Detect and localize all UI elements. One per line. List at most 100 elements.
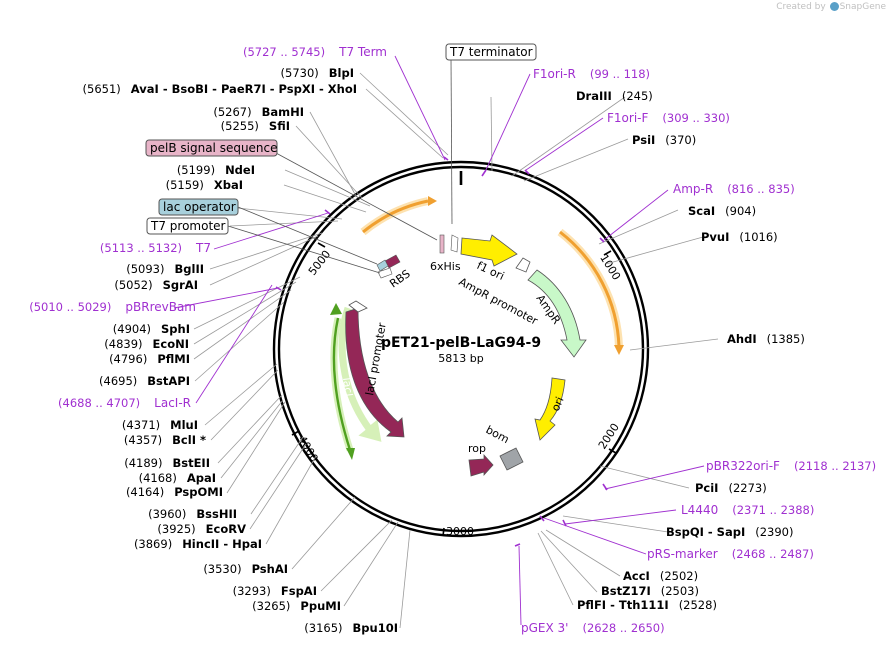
- lac-operator-feature: [376, 259, 389, 272]
- his-tag-feature: [450, 234, 459, 253]
- enzyme-econi: (4839)EcoNI: [104, 337, 189, 351]
- t7-promoter-feature: [377, 267, 393, 279]
- tick-label-5000: 5000: [306, 248, 333, 278]
- orange-arc-top: [362, 199, 429, 234]
- primer-f1ori-r: F1ori-R(99 .. 118): [533, 67, 650, 81]
- primer-prs-marker: pRS-marker(2468 .. 2487): [647, 547, 814, 561]
- enzyme-xbai: (5159)XbaI: [166, 178, 243, 192]
- label-laci-promoter: lacI promoter: [363, 321, 389, 396]
- primer-pgex3: pGEX 3'(2628 .. 2650): [521, 621, 665, 635]
- t7-terminator-box: [445, 43, 537, 61]
- pelb-label: pelB signal sequence: [150, 141, 278, 155]
- watermark-brand: SnapGene: [839, 2, 886, 12]
- label-ori: ori: [549, 395, 567, 413]
- enzyme-bcli: (4357)BclI *: [124, 433, 206, 447]
- lac-operator-box: [158, 198, 239, 216]
- label-laci: lacI: [340, 377, 355, 398]
- enzyme-psii: PsiI(370): [632, 133, 696, 147]
- green-arc-inner-arrowhead: [330, 303, 342, 315]
- enzyme-apai: (4168)ApaI: [139, 471, 216, 485]
- bom-feature: [499, 447, 524, 471]
- tick-mark-2000: [608, 448, 617, 454]
- t7-terminator-label: T7 terminator: [449, 45, 533, 59]
- enzyme-pvui: PvuI(1016): [701, 230, 778, 244]
- primer-pbr322ori-f: pBR322ori-F(2118 .. 2137): [706, 459, 876, 473]
- enzyme-scai: ScaI(904): [688, 204, 756, 218]
- rop-arrow: [468, 453, 494, 477]
- label-6xhis: 6xHis: [430, 260, 461, 273]
- primer-marks: [275, 156, 608, 547]
- backbone-inner-ring: [277, 165, 645, 533]
- enzyme-hincii-hpai: (3869)HincII - HpaI: [134, 537, 262, 551]
- enzyme-ppumi: (3265)PpuMI: [252, 599, 341, 613]
- ori-arrow: [534, 377, 566, 441]
- tick-label-4000: 4000: [295, 434, 320, 465]
- tick-mark-5000: [317, 242, 326, 248]
- left-primer-labels: (5727 .. 5745)T7 Term (5113 .. 5132)T7 (…: [29, 45, 387, 410]
- lac-operator-label: lac operator: [163, 200, 236, 214]
- enzyme-bglii: (5093)BglII: [126, 262, 204, 276]
- enzyme-bstz17i: BstZ17I(2503): [601, 584, 699, 598]
- box-leader-lines: [227, 57, 453, 274]
- tick-label-2000: 2000: [596, 421, 622, 452]
- enzyme-avai-group: (5651)AvaI - BsoBI - PaeR7I - PspXI - Xh…: [83, 82, 357, 96]
- pelb-box: [145, 139, 278, 157]
- primer-t7: (5113 .. 5132)T7: [100, 241, 211, 255]
- primer-f1ori-f: F1ori-F(309 .. 330): [607, 111, 730, 125]
- enzyme-bsshii: (3960)BssHII: [148, 507, 237, 521]
- t7-promoter-label: T7 promoter: [150, 219, 226, 233]
- tick-mark-4000: [291, 430, 300, 436]
- laci-arrow: [345, 307, 405, 438]
- enzyme-pflmi: (4796)PflMI: [109, 352, 190, 366]
- plasmid-size: 5813 bp: [438, 352, 483, 365]
- primer-pbrrevbam: (5010 .. 5029)pBRrevBam: [29, 300, 196, 314]
- enzyme-sgrai: (5052)SgrAI: [114, 278, 198, 292]
- pelb-feature: [439, 234, 445, 254]
- right-enzyme-labels: DraIII(245) PsiI(370) ScaI(904) PvuI(101…: [576, 89, 805, 612]
- green-arc-outer-arrowhead: [346, 448, 355, 460]
- enzyme-draiii: DraIII(245): [576, 89, 653, 103]
- laci-promoter-arrow: [348, 300, 368, 313]
- enzyme-ahdi: AhdI(1385): [727, 332, 805, 346]
- label-rop: rop: [468, 442, 486, 455]
- tick-label-3000: 3000: [446, 525, 474, 538]
- enzyme-bspqi-sapi: BspQI - SapI(2390): [666, 525, 793, 539]
- left-enzyme-labels: (5730)BlpI (5651)AvaI - BsoBI - PaeR7I -…: [83, 66, 398, 635]
- watermark-created-by: Created by: [776, 2, 826, 12]
- orange-arc-right-arrowhead: [614, 345, 624, 355]
- t7-promoter-box: [146, 217, 229, 235]
- enzyme-mlui: (4371)MluI: [122, 418, 198, 432]
- tick-mark-1000: [603, 250, 612, 256]
- plasmid-name: pET21-pelB-LaG94-9: [381, 335, 541, 351]
- features: [330, 196, 624, 477]
- label-ampr-promoter: AmpR promoter: [457, 275, 541, 328]
- right-primer-labels: F1ori-R(99 .. 118) F1ori-F(309 .. 330) A…: [521, 67, 876, 635]
- enzyme-pshai: (3530)PshAI: [203, 562, 288, 576]
- primer-t7-term: (5727 .. 5745)T7 Term: [243, 45, 387, 59]
- enzyme-sphi: (4904)SphI: [113, 322, 190, 336]
- enzyme-fspai: (3293)FspAI: [233, 584, 317, 598]
- enzyme-ndei: (5199)NdeI: [177, 163, 255, 177]
- enzyme-bpu10i: (3165)Bpu10I: [304, 621, 398, 635]
- tick-mark-3000: [442, 527, 445, 537]
- primer-laci-r: (4688 .. 4707)LacI-R: [58, 396, 191, 410]
- leader-lines: [193, 72, 719, 629]
- enzyme-pcii: PciI(2273): [695, 481, 767, 495]
- enzyme-bamhi: (5267)BamHI: [213, 105, 304, 119]
- orange-arc-top-arrowhead: [428, 196, 437, 206]
- ampr-promoter-arrow: [515, 257, 531, 273]
- ampr-arrow: [527, 269, 587, 358]
- backbone-outer-ring: [272, 160, 650, 538]
- enzyme-acci: AccI(2502): [623, 569, 698, 583]
- snapgene-logo-icon: [829, 2, 839, 11]
- enzyme-blpi: (5730)BlpI: [281, 66, 354, 80]
- enzyme-pflfi-tth111i: PflFI - Tth111I(2528): [577, 598, 717, 612]
- snapgene-watermark: Created by SnapGene: [776, 2, 886, 12]
- f1-ori-arrow: [460, 234, 518, 267]
- label-bom: bom: [484, 423, 512, 446]
- enzyme-sfii: (5255)SfiI: [221, 119, 290, 133]
- laci-green-halo: [338, 306, 382, 442]
- enzyme-bstapi: (4695)BstAPI: [99, 374, 190, 388]
- primer-leader-lines: [173, 55, 705, 626]
